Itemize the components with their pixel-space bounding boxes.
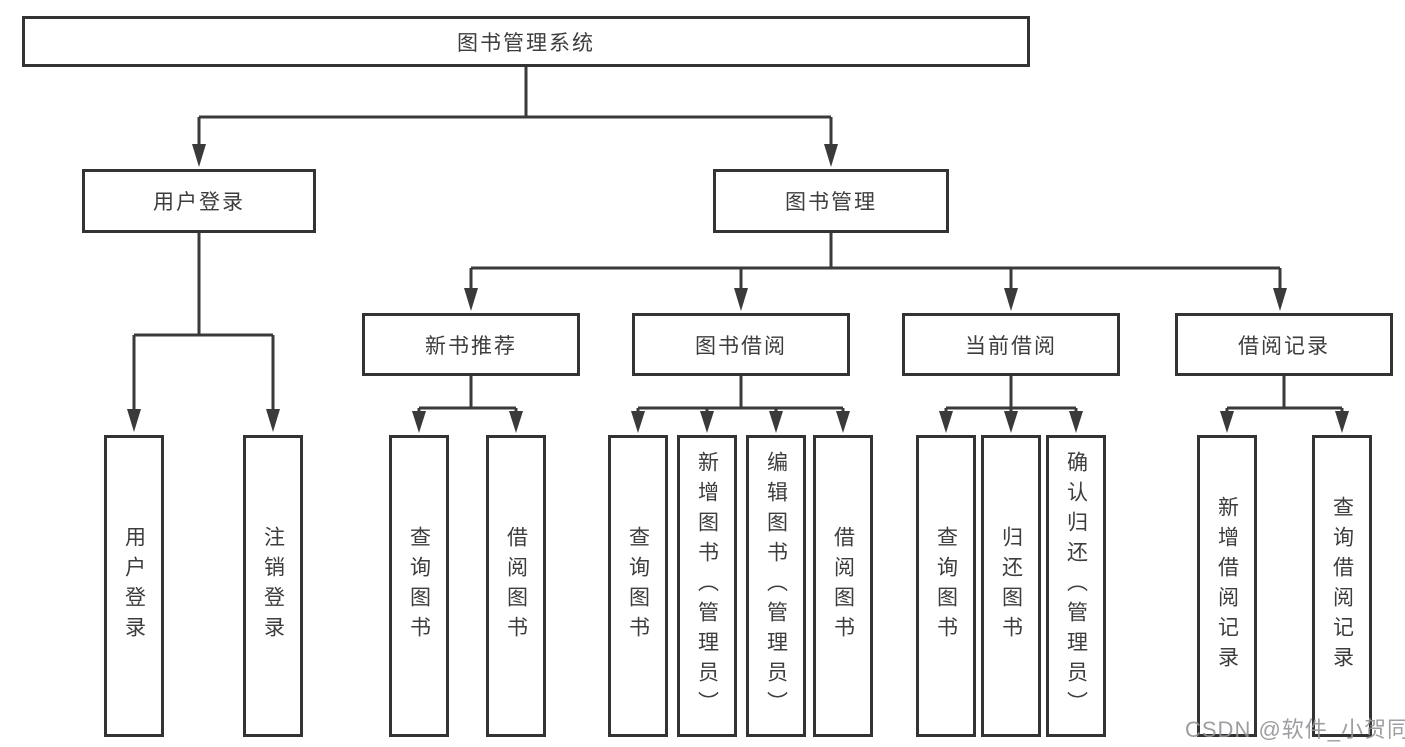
- node-book-management-branch: 图书管理: [713, 169, 949, 233]
- leaf-logout: 注销登录: [243, 435, 303, 737]
- node-label: 图书管理: [785, 191, 877, 214]
- leaf-label: 借阅图书: [504, 526, 528, 646]
- node-label: 借阅记录: [1238, 334, 1330, 358]
- leaf-label: 新增借阅记录: [1215, 496, 1239, 676]
- leaf-add-books-admin: 新增图书（管理员）: [677, 435, 737, 737]
- leaf-label: 借阅图书: [831, 526, 855, 646]
- node-current-borrowing: 当前借阅: [902, 313, 1120, 376]
- node-library-management-system: 图书管理系统: [22, 16, 1030, 67]
- node-user-login-branch: 用户登录: [82, 169, 316, 233]
- node-book-borrowing: 图书借阅: [632, 313, 850, 376]
- leaf-label: 注销登录: [261, 526, 285, 646]
- leaf-label: 查询图书: [934, 526, 958, 646]
- leaf-user-login: 用户登录: [104, 435, 164, 737]
- arrowheads: [127, 144, 1349, 433]
- leaf-query-books-2: 查询图书: [608, 435, 668, 737]
- leaf-label: 新增图书（管理员）: [695, 451, 719, 721]
- leaf-label: 确认归还（管理员）: [1064, 451, 1088, 721]
- leaf-add-borrow-record: 新增借阅记录: [1197, 435, 1257, 737]
- node-label: 用户登录: [153, 191, 245, 214]
- leaf-label: 查询图书: [626, 526, 650, 646]
- node-new-book-recommend: 新书推荐: [362, 313, 580, 376]
- leaf-confirm-return-admin: 确认归还（管理员）: [1046, 435, 1106, 737]
- leaf-edit-books-admin: 编辑图书（管理员）: [746, 435, 806, 737]
- leaf-query-borrow-record: 查询借阅记录: [1312, 435, 1372, 737]
- leaf-label: 查询图书: [407, 526, 431, 646]
- node-label: 新书推荐: [425, 334, 517, 358]
- leaf-return-books: 归还图书: [981, 435, 1041, 737]
- leaf-label: 用户登录: [122, 526, 146, 646]
- leaf-borrow-books-2: 借阅图书: [813, 435, 873, 737]
- node-label: 图书管理系统: [457, 31, 595, 55]
- node-borrowing-records: 借阅记录: [1175, 313, 1393, 376]
- leaf-borrow-books-1: 借阅图书: [486, 435, 546, 737]
- node-label: 当前借阅: [965, 334, 1057, 358]
- csdn-watermark: CSDN @软件_小贺同学: [1185, 717, 1405, 742]
- node-label: 图书借阅: [695, 334, 787, 358]
- leaf-label: 归还图书: [999, 526, 1023, 646]
- leaf-query-books-3: 查询图书: [916, 435, 976, 737]
- leaf-label: 查询借阅记录: [1330, 496, 1354, 676]
- leaf-label: 编辑图书（管理员）: [764, 451, 788, 721]
- leaf-query-books-1: 查询图书: [389, 435, 449, 737]
